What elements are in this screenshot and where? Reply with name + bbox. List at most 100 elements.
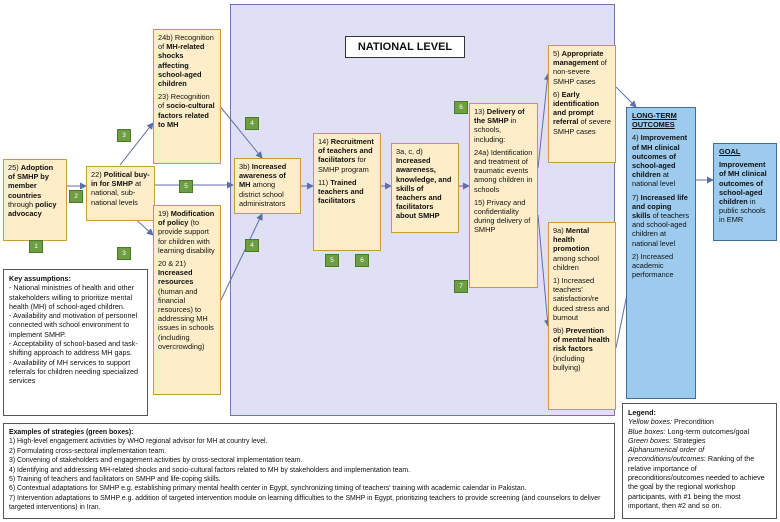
strategy-item: 3) Convening of stakeholders and engagem… <box>9 457 303 465</box>
strategy-box-3-upper: 3 <box>117 129 131 142</box>
box-text: among school children <box>553 253 600 272</box>
outcome-heading-1: Improvement of MH clinical outcomes of s… <box>632 133 688 180</box>
legend-blue-text: Long-term outcomes/goal <box>667 426 750 436</box>
box-text-2: of severe SMHP cases <box>553 117 611 136</box>
box-heading: Appropriate management <box>553 49 604 68</box>
box-number: 24b) <box>158 33 173 42</box>
box-heading: Adoption of SMHP by member countries <box>8 163 54 200</box>
outcome-heading-2: Increased life and coping skills <box>632 192 688 221</box>
box-mental-health-promotion: 9a) Mental health promotion among school… <box>548 222 616 410</box>
assumption-item: - Availability of MH services to support… <box>9 357 139 386</box>
box-text: through <box>8 199 34 209</box>
box-text-2: 1) Increased teachers' satisfaction/re d… <box>553 276 610 322</box>
outcome-text-3: 2) Increased academic performance <box>632 251 674 280</box>
outcome-number-2: 7) <box>632 192 639 202</box>
assumption-item: - National ministries of health and othe… <box>9 283 135 311</box>
box-heading-2: Early identification and prompt referral <box>553 89 599 127</box>
outcome-number-1: 4) <box>632 133 639 143</box>
box-heading-2: Increased resources <box>158 268 194 287</box>
box-heading: Recruitment of teachers and facilitators <box>318 137 374 165</box>
box-text: of non-severe SMHP cases <box>553 58 607 86</box>
box-appropriate-management: 5) Appropriate management of non-severe … <box>548 45 616 163</box>
goal-title: GOAL <box>719 147 741 156</box>
box-text: at national, sub-national levels <box>91 179 142 207</box>
strategy-box-1: 1 <box>29 240 43 253</box>
legend-yellow-text: Precondition <box>673 417 714 427</box>
box-delivery-smhp: 13) Delivery of the SMHP in schools, inc… <box>469 103 538 288</box>
box-number: 19) <box>158 209 169 218</box>
strategy-box-5-arrow: 5 <box>179 180 193 193</box>
box-heading: Increased awareness, knowledge, and skil… <box>396 156 452 221</box>
box-long-term-outcomes: LONG-TERM OUTCOMES 4) Improvement of MH … <box>626 107 696 399</box>
box-number-2: 11) <box>318 177 329 187</box>
strategy-item: 6) Contextual adaptations for SMHP e.g. … <box>9 485 527 493</box>
outcome-text-2: of teachers and school-aged children at … <box>632 211 690 248</box>
national-level-title: NATIONAL LEVEL <box>345 36 465 58</box>
strategy-item: 4) Identifying and addressing MH-related… <box>9 466 411 474</box>
strategy-box-3-lower: 3 <box>117 247 131 260</box>
legend-title: Legend: <box>628 408 656 417</box>
box-heading-3: Prevention of mental health risk factors <box>553 326 610 354</box>
box-heading: Delivery of the SMHP <box>474 107 525 126</box>
legend-blue-label: Blue boxes: <box>628 426 666 436</box>
strategy-box-7: 7 <box>454 280 468 293</box>
box-text: (to provide support for children with le… <box>158 218 215 255</box>
strategy-box-6-upper: 6 <box>454 101 468 114</box>
legend-green-text: Strategies <box>673 435 706 445</box>
legend-yellow-label: Yellow boxes: <box>628 417 672 427</box>
legend-alpha-text: Ranking of the relative importance of pr… <box>628 454 765 510</box>
box-number: 22) <box>91 170 102 179</box>
strategy-item: 7) Intervention adaptations to SMHP e.g.… <box>9 494 601 512</box>
outcome-text-1: at national level <box>632 170 676 189</box>
box-number-2: 6) <box>553 89 560 99</box>
strategies-title: Examples of strategies (green boxes): <box>9 429 134 436</box>
key-assumptions-panel: Key assumptions: - National ministries o… <box>3 269 148 416</box>
box-text-3: (including bullying) <box>553 353 585 372</box>
box-awareness-teachers: 3a, c, d) Increased awareness, knowledge… <box>391 143 459 233</box>
box-number: 25) <box>8 163 19 172</box>
long-term-title: LONG-TERM OUTCOMES <box>632 111 677 130</box>
strategy-item: 2) Formulating cross-sectoral implementa… <box>9 447 167 455</box>
strategy-box-4-upper: 4 <box>245 117 259 130</box>
box-number-2: 20 & 21) <box>158 259 186 269</box>
box-heading: Increased awareness of MH <box>239 162 287 190</box>
legend-green-label: Green boxes: <box>628 435 672 445</box>
box-adoption-smhp: 25) Adoption of SMHP by member countries… <box>3 159 67 241</box>
box-text: among district school administrators <box>239 180 286 208</box>
box-number: 13) <box>474 107 485 116</box>
box-heading-2: policy advocacy <box>8 199 57 219</box>
box-text-2: (human and financial resources) to addre… <box>158 286 214 351</box>
strategies-panel: Examples of strategies (green boxes): 1)… <box>3 423 615 519</box>
box-number: 14) <box>318 137 329 146</box>
assumption-item: - Availability and motivation of personn… <box>9 311 138 339</box>
box-text-2: Recognition of <box>158 92 210 111</box>
box-text: Recognition of <box>158 33 214 52</box>
goal-text: in public schools in EMR <box>719 197 766 225</box>
box-political-buy-in: 22) Political buy-in for SMHP at nationa… <box>86 166 155 221</box>
box-number-2: 23) <box>158 92 169 102</box>
box-awareness-administrators: 3b) Increased awareness of MH among dist… <box>234 158 301 214</box>
box-number: 3b) <box>239 162 250 171</box>
strategy-item: 5) Training of teachers and facilitators… <box>9 476 221 484</box>
box-heading: Mental health promotion <box>553 226 590 254</box>
box-text-2: 24a) Identification and treatment of tra… <box>474 147 533 194</box>
box-number: 3a, c, d) <box>396 147 423 156</box>
box-goal: GOAL Improvement of MH clinical outcomes… <box>713 143 777 241</box>
box-text: for SMHP program <box>318 155 369 174</box>
box-recruitment-teachers: 14) Recruitment of teachers and facilita… <box>313 133 381 251</box>
box-heading-2: Trained teachers and facilitators <box>318 177 364 206</box>
box-policy-resources: 19) Modification of policy (to provide s… <box>153 205 221 395</box>
strategy-box-6: 6 <box>355 254 369 267</box>
assumption-item: - Acceptability of school-based and task… <box>9 339 138 358</box>
strategy-box-2: 2 <box>69 190 83 203</box>
assumptions-title: Key assumptions: <box>9 274 71 283</box>
strategy-item: 1) High-level engagement activities by W… <box>9 438 268 446</box>
box-heading: MH-related shocks affecting school-aged … <box>158 42 205 89</box>
box-number: 5) <box>553 49 560 58</box>
box-heading: Political buy-in for SMHP <box>91 170 150 189</box>
goal-heading: Improvement of MH clinical outcomes of s… <box>719 160 767 207</box>
legend-alpha-label: Alphanumerical order of preconditions/ou… <box>628 445 706 464</box>
box-text-3: 15) Privacy and confidentiality during d… <box>474 197 531 235</box>
strategy-box-4-lower: 4 <box>245 239 259 252</box>
box-number-3: 9b) <box>553 326 564 336</box>
